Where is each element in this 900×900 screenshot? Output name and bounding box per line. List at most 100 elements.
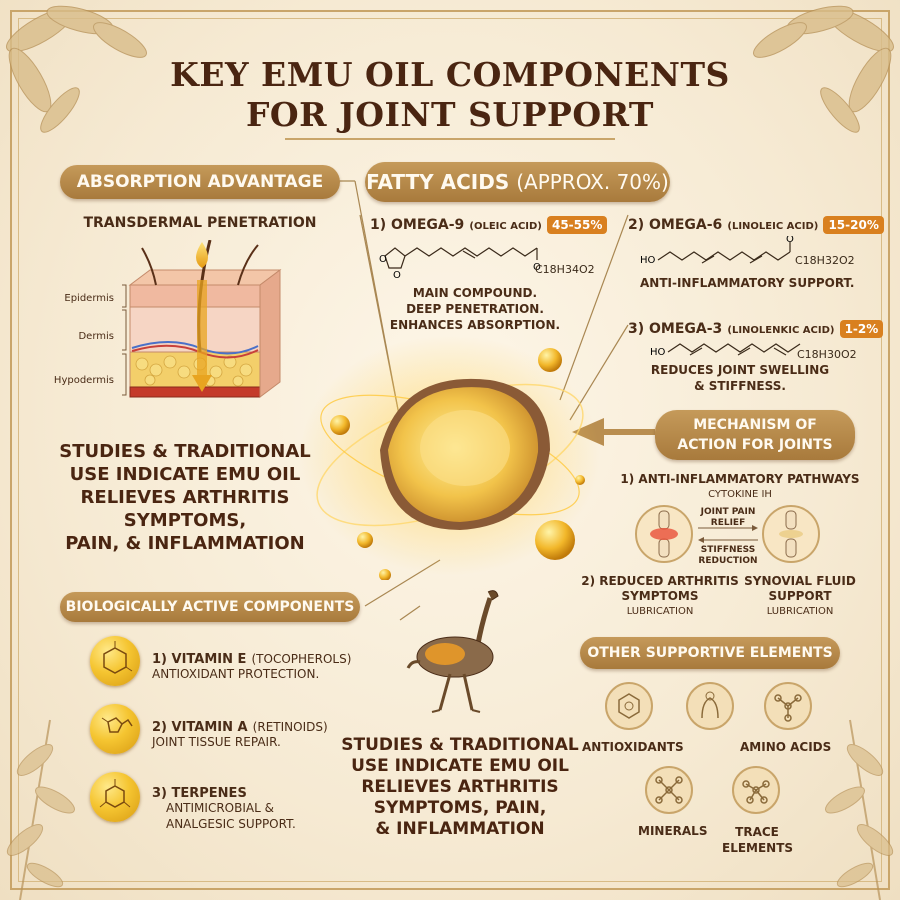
- terpenes-desc-line: ANALGESIC SUPPORT.: [166, 817, 296, 831]
- vitamin-e-title: 1) VITAMIN E: [152, 652, 247, 667]
- vitamin-a-title: 2) VITAMIN A: [152, 720, 248, 735]
- svg-text:O: O: [533, 262, 541, 273]
- mechanism-item-2-line: 2) REDUCED ARTHRITIS: [581, 574, 739, 588]
- omega3-sub: (LINOLENKIC ACID): [727, 325, 835, 336]
- amino-acids-label: AMINO ACIDS: [740, 740, 832, 754]
- bottom-right-leaves-icon: [825, 719, 894, 900]
- mechanism-item-2-sub: LUBRICATION: [626, 606, 694, 617]
- page-title: KEY EMU OIL COMPONENTS FOR JOINT SUPPORT: [130, 55, 770, 135]
- omega9-formula: C18H34O2: [535, 263, 595, 276]
- inner-frame: [18, 18, 882, 882]
- stiffness-reduction-label: STIFFNESS REDUCTION: [690, 545, 766, 567]
- mechanism-item-2: 2) REDUCED ARTHRITIS SYMPTOMS LUBRICATIO…: [580, 574, 740, 619]
- omega6-description: ANTI-INFLAMMATORY SUPPORT.: [640, 276, 855, 290]
- omega6-sub: (LINOLEIC ACID): [727, 221, 819, 232]
- trace-elements-icon: [732, 766, 780, 814]
- vitamin-a-molecule-icon: [90, 704, 140, 754]
- omega3-percent-badge: 1-2%: [839, 320, 884, 338]
- svg-text:O: O: [786, 236, 794, 245]
- amino-acids-icon: [764, 682, 812, 730]
- omega6-heading: 2) OMEGA-6 (LINOLEIC ACID) 15-20%: [628, 214, 884, 234]
- studies-left-line: RELIEVES ARTHRITIS: [80, 487, 290, 508]
- label-hypodermis: Hypodermis: [53, 375, 114, 386]
- svg-text:HO: HO: [640, 255, 656, 266]
- omega9-percent-badge: 45-55%: [546, 216, 608, 234]
- terpenes-title: 3) TERPENES: [152, 786, 247, 801]
- omega3-formula: C18H30O2: [797, 348, 857, 361]
- joint-pain-relief-label: JOINT PAIN RELIEF: [690, 507, 766, 529]
- omega6-title: 2) OMEGA-6: [628, 217, 723, 233]
- terpenes-molecule-icon: [90, 772, 140, 822]
- label-epidermis: Epidermis: [64, 293, 114, 304]
- omega6-formula: C18H32O2: [795, 254, 855, 267]
- trace-elements-line: ELEMENTS: [722, 841, 794, 855]
- vitamin-e-molecule-icon: [90, 636, 140, 686]
- mechanism-header-line: ACTION FOR JOINTS: [677, 437, 833, 453]
- omega3-desc-line: REDUCES JOINT SWELLING: [650, 363, 830, 377]
- mechanism-item-3-sub: LUBRICATION: [766, 606, 834, 617]
- mechanism-item-3-line: SUPPORT: [768, 589, 832, 603]
- trace-elements-line: TRACE: [735, 825, 779, 839]
- vitamin-e-desc: ANTIOXIDANT PROTECTION.: [152, 667, 320, 681]
- trace-elements-label: TRACE ELEMENTS: [722, 824, 794, 856]
- terpenes-desc: ANTIMICROBIAL & ANALGESIC SUPPORT.: [166, 800, 296, 832]
- omega3-heading: 3) OMEGA-3 (LINOLENKIC ACID) 1-2%: [628, 318, 884, 338]
- terpenes-desc-line: ANTIMICROBIAL &: [166, 801, 274, 815]
- top-right-leaves-icon: [753, 5, 894, 133]
- minerals-icon: [645, 766, 693, 814]
- transdermal-subtitle: TRANSDERMAL PENETRATION: [83, 215, 317, 231]
- vitamin-a-desc: JOINT TISSUE REPAIR.: [152, 735, 281, 749]
- fatty-acids-header-main: FATTY ACIDS: [366, 170, 510, 194]
- label-dermis: Dermis: [78, 331, 114, 342]
- studies-left-line: STUDIES & TRADITIONAL: [59, 441, 311, 462]
- studies-bottom-line: STUDIES & TRADITIONAL: [341, 735, 579, 755]
- omega9-heading: 1) OMEGA-9 (OLEIC ACID) 45-55%: [370, 214, 625, 234]
- mechanism-item-2-line: SYMPTOMS: [621, 589, 699, 603]
- studies-bottom-line: RELIEVES ARTHRITIS: [361, 777, 559, 797]
- omega9-sub: (OLEIC ACID): [469, 221, 542, 232]
- mechanism-item-1: 1) ANTI-INFLAMMATORY PATHWAYS: [620, 472, 860, 486]
- emu-oil-nut-illustration: [300, 335, 600, 580]
- omega9-structure-icon: O O O: [379, 247, 541, 278]
- other-elements-header: OTHER SUPPORTIVE ELEMENTS: [580, 637, 840, 669]
- bottom-left-leaves-icon: [6, 719, 75, 900]
- vitamin-a-heading: 2) VITAMIN A (RETINOIDS): [152, 716, 328, 735]
- vitamin-e-heading: 1) VITAMIN E (TOCOPHEROLS): [152, 648, 351, 667]
- mechanism-item-3-line: SYNOVIAL FLUID: [744, 574, 856, 588]
- joint-arrows-icon: [698, 525, 758, 543]
- antioxidants-label: ANTIOXIDANTS: [582, 740, 684, 754]
- studies-left-text: STUDIES & TRADITIONAL USE INDICATE EMU O…: [50, 440, 320, 555]
- studies-left-line: PAIN, & INFLAMMATION: [65, 533, 305, 554]
- skin-layers-diagram: [122, 240, 282, 398]
- studies-left-line: SYMPTOMS,: [123, 510, 247, 531]
- omega3-title: 3) OMEGA-3: [628, 321, 723, 337]
- studies-bottom-text: STUDIES & TRADITIONAL USE INDICATE EMU O…: [340, 735, 580, 840]
- studies-bottom-line: & INFLAMMATION: [375, 819, 545, 839]
- bio-header: BIOLOGICALLY ACTIVE COMPONENTS: [60, 592, 360, 622]
- omega9-desc-line: DEEP PENETRATION.: [406, 302, 544, 316]
- studies-bottom-line: SYMPTOMS, PAIN,: [373, 798, 547, 818]
- omega9-desc-line: ENHANCES ABSORPTION.: [389, 318, 561, 332]
- studies-left-line: USE INDICATE EMU OIL: [69, 464, 301, 485]
- mechanism-header-line: MECHANISM OF: [693, 417, 817, 433]
- svg-text:O: O: [379, 254, 387, 265]
- stiffness-reduction-line: STIFFNESS: [700, 545, 756, 555]
- omega6-percent-badge: 15-20%: [823, 216, 884, 234]
- antioxidants-icon: [605, 682, 653, 730]
- amino-acids-structure-icon: [686, 682, 734, 730]
- omega9-desc-line: MAIN COMPOUND.: [412, 286, 538, 300]
- omega3-structure-icon: HO: [650, 343, 801, 358]
- mechanism-item-1-sub: CYTOKINE IH: [708, 489, 772, 500]
- top-left-leaves-icon: [6, 5, 147, 133]
- joint-pain-relief-line: RELIEF: [710, 518, 746, 528]
- minerals-label: MINERALS: [638, 824, 708, 838]
- omega9-title: 1) OMEGA-9: [370, 217, 465, 233]
- joint-pain-relief-line: JOINT PAIN: [700, 507, 756, 517]
- title-line-2: FOR JOINT SUPPORT: [246, 95, 654, 134]
- svg-text:HO: HO: [650, 347, 666, 358]
- joint-inflamed-icon: [635, 505, 693, 563]
- mechanism-header: MECHANISM OF ACTION FOR JOINTS: [655, 410, 855, 460]
- terpenes-heading: 3) TERPENES: [152, 782, 247, 801]
- joint-healthy-icon: [762, 505, 820, 563]
- omega3-description: REDUCES JOINT SWELLING & STIFFNESS.: [640, 362, 840, 394]
